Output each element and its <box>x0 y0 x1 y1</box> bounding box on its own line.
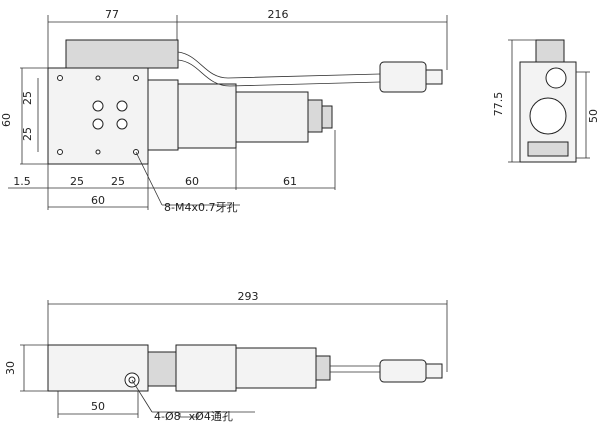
side-bore <box>529 97 567 135</box>
dim-50-h: 50 <box>91 400 105 413</box>
thread-callout: 8-M4x0.7牙孔 <box>164 201 237 214</box>
dim-216: 216 <box>268 8 289 21</box>
top-view: 77 216 60 <box>0 8 448 214</box>
through-suffix: 通孔 <box>211 410 233 423</box>
dim-50-v: 50 <box>587 109 600 123</box>
dim-30: 30 <box>4 361 17 375</box>
front-coupling <box>147 351 177 387</box>
cb-prefix: 4- <box>154 410 165 423</box>
front-encoder <box>235 347 317 389</box>
cable-lower <box>177 59 381 87</box>
dim-61: 61 <box>283 175 297 188</box>
side-base <box>527 141 569 157</box>
dim-25-d: 25 <box>111 175 125 188</box>
cable-plug <box>379 61 427 93</box>
carriage-plate <box>47 67 149 165</box>
dim-25-a: 25 <box>21 91 34 105</box>
front-encoder-cap <box>315 355 331 381</box>
through-dia: 4 <box>204 410 211 423</box>
diameter-symbol-2: Ø <box>195 410 204 423</box>
counterbore-depth-symbol <box>179 413 199 418</box>
dim-60-v: 60 <box>0 113 13 127</box>
dim-25-c: 25 <box>70 175 84 188</box>
dim-1-5: 1.5 <box>13 175 31 188</box>
side-connector <box>545 67 567 89</box>
encoder-body <box>235 91 309 143</box>
counterbore-leader <box>131 379 153 413</box>
dim-60-base: 60 <box>91 194 105 207</box>
encoder-cap <box>307 99 323 133</box>
cable-plug-tip <box>425 69 443 85</box>
front-plug-tip <box>425 363 443 379</box>
diameter-symbol-1: Ø <box>165 410 174 423</box>
connector <box>321 105 333 129</box>
cb-dia: 8 <box>174 410 181 423</box>
mounting-holes <box>57 75 139 155</box>
motor-body <box>177 83 237 149</box>
dim-77-5: 77.5 <box>492 92 505 117</box>
front-plug <box>379 359 427 383</box>
cable-upper <box>177 51 381 79</box>
cb-mid: x <box>189 410 196 423</box>
thread-leader <box>135 151 163 206</box>
dim-60-motor: 60 <box>185 175 199 188</box>
coupling-housing <box>147 79 179 151</box>
dim-25-b: 25 <box>21 127 34 141</box>
side-view: 77.5 50 <box>492 39 600 163</box>
side-top-block <box>535 39 565 63</box>
dim-293: 293 <box>238 290 259 303</box>
front-motor <box>175 344 237 392</box>
dim-77: 77 <box>105 8 119 21</box>
motor-bracket <box>65 39 179 69</box>
